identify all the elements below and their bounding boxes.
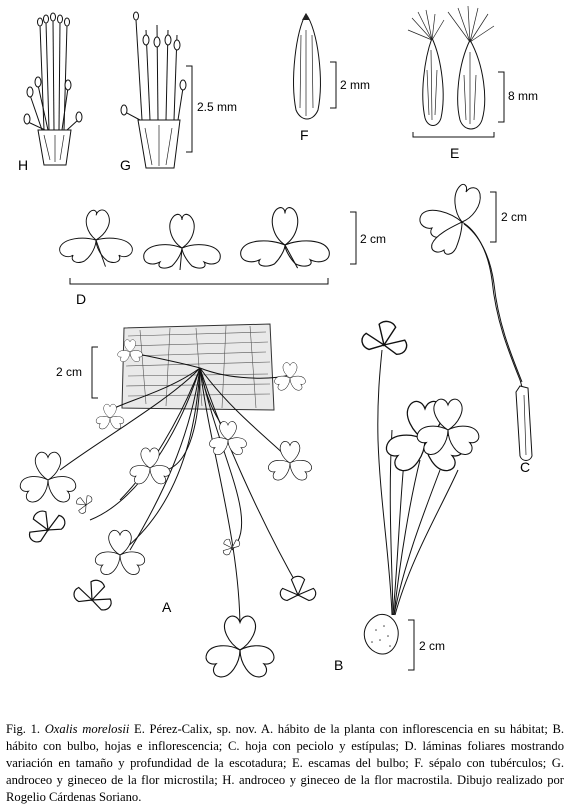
scale-bar-e: 8 mm <box>498 71 538 123</box>
figure-h-stamens-macrostylous <box>23 12 83 166</box>
figure-f-sepal <box>293 13 321 120</box>
scale-bar-g: 2.5 mm <box>186 65 237 153</box>
scale-bar-a: 2 cm <box>56 346 98 399</box>
panel-label-g: G <box>120 157 131 173</box>
panel-label-d: D <box>76 291 86 307</box>
caption-species: Oxalis morelosii <box>44 721 130 736</box>
caption-prefix: Fig. 1. <box>6 721 41 736</box>
scale-bar-c-label: 2 cm <box>501 210 527 224</box>
panel-label-a: A <box>162 599 172 615</box>
panel-label-c: C <box>520 459 530 475</box>
figure-caption: Fig. 1. Oxalis morelosii E. Pérez-Calix,… <box>6 721 564 806</box>
figure-b-habit-bulb <box>359 316 482 655</box>
scale-bar-c: 2 cm <box>490 191 527 243</box>
figure-a-plant-habit <box>18 323 317 680</box>
scale-bar-e-horizontal <box>412 132 495 138</box>
figure-g-stamens-microstylous <box>120 11 187 169</box>
panel-label-h: H <box>18 157 28 173</box>
panel-label-e: E <box>450 145 459 161</box>
figure-e-bulb-scales <box>407 5 495 130</box>
scale-bar-f: 2 mm <box>330 61 370 109</box>
scale-bar-e-label: 8 mm <box>508 89 538 103</box>
caption-text: E. Pérez-Calix, sp. nov. A. hábito de la… <box>6 721 565 804</box>
figure-d-leaf-blades <box>59 207 330 271</box>
figure-c-leaf-petiole <box>419 183 533 461</box>
scale-bar-b-label: 2 cm <box>419 639 445 653</box>
scale-bar-f-label: 2 mm <box>340 78 370 92</box>
panel-label-f: F <box>300 127 309 143</box>
scale-bar-a-label: 2 cm <box>56 365 82 379</box>
scale-bar-d-horizontal <box>69 278 329 285</box>
botanical-illustration-plate: H G 2.5 mm F 2 mm <box>0 5 538 690</box>
scale-bar-b: 2 cm <box>408 619 445 671</box>
scale-bar-g-label: 2.5 mm <box>197 100 237 114</box>
scale-bar-d: 2 cm <box>350 211 386 265</box>
scale-bar-d-label: 2 cm <box>360 232 386 246</box>
panel-label-b: B <box>334 657 343 673</box>
